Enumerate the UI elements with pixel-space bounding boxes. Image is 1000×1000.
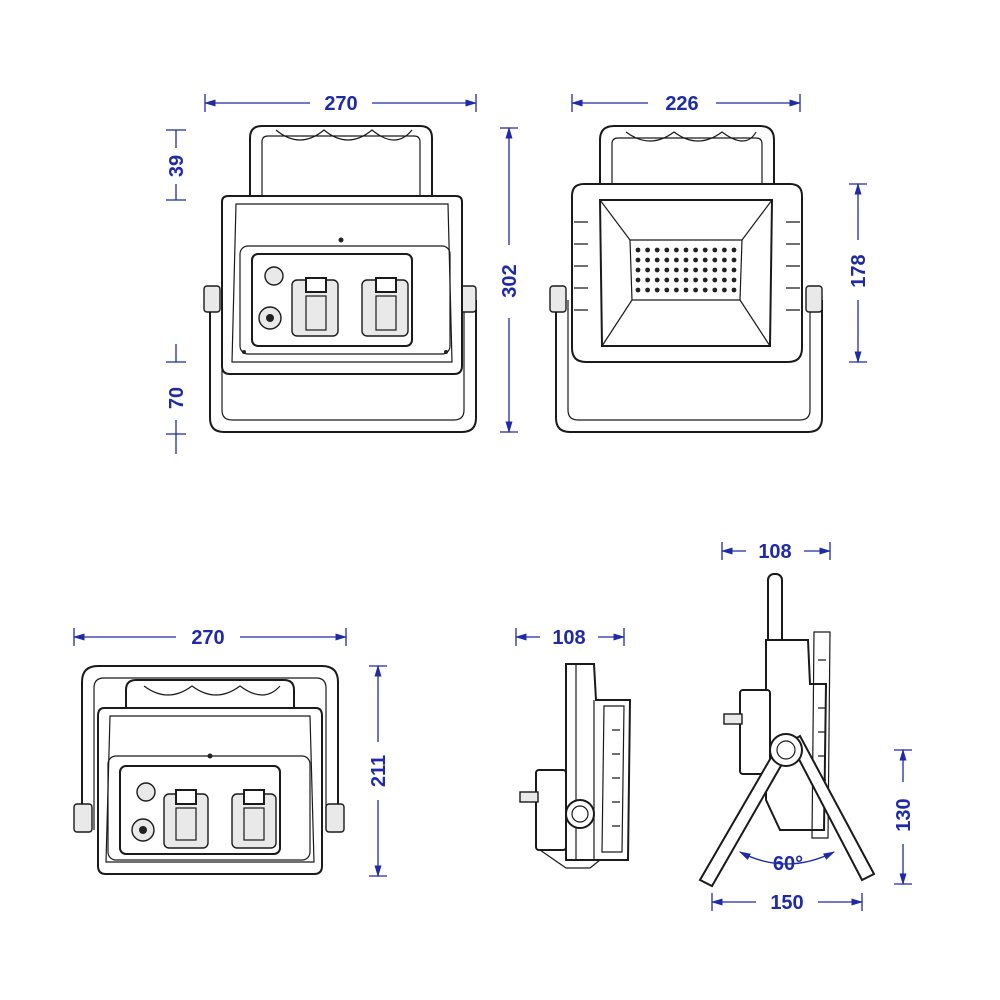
led-dot bbox=[731, 277, 737, 283]
led-dot bbox=[731, 247, 737, 253]
led-dot bbox=[722, 277, 727, 283]
led-dot bbox=[702, 247, 708, 253]
front-view bbox=[203, 125, 477, 433]
side-view bbox=[519, 663, 632, 869]
led-dot bbox=[664, 267, 670, 273]
led-dot bbox=[654, 247, 660, 253]
front-width-label: 270 bbox=[324, 93, 357, 115]
led-dot bbox=[693, 287, 698, 293]
folded-height-label: 211 bbox=[368, 755, 390, 787]
folded-view bbox=[73, 665, 345, 875]
led-dot bbox=[712, 267, 718, 273]
front-height-label: 302 bbox=[499, 264, 521, 297]
back-width-label: 226 bbox=[665, 93, 698, 115]
led-dot bbox=[693, 247, 698, 253]
led-dot bbox=[664, 287, 670, 293]
led-dot bbox=[645, 287, 650, 293]
leg-spread-label: 150 bbox=[770, 892, 803, 914]
led-dot bbox=[635, 277, 641, 283]
tripod-view bbox=[698, 573, 876, 888]
led-dot bbox=[635, 247, 641, 253]
led-dot bbox=[683, 267, 689, 273]
led-dot bbox=[635, 257, 641, 263]
led-dot bbox=[683, 247, 689, 253]
led-dot bbox=[635, 287, 641, 293]
led-dot bbox=[702, 287, 708, 293]
led-dot bbox=[722, 287, 727, 293]
led-dot bbox=[722, 257, 727, 263]
led-dot bbox=[645, 247, 650, 253]
tripod-depth-label: 108 bbox=[758, 541, 791, 563]
led-dot bbox=[683, 277, 689, 283]
led-dot bbox=[693, 267, 698, 273]
led-dot bbox=[654, 277, 660, 283]
led-dot bbox=[654, 287, 660, 293]
back-body-height-label: 178 bbox=[848, 254, 870, 287]
led-dot bbox=[654, 267, 660, 273]
led-dot bbox=[645, 257, 650, 263]
led-dot bbox=[654, 257, 660, 263]
led-dot bbox=[712, 257, 718, 263]
led-dot bbox=[702, 257, 708, 263]
led-dot bbox=[645, 277, 650, 283]
led-dot bbox=[702, 277, 708, 283]
dimension-lines bbox=[72, 94, 912, 911]
led-dot bbox=[712, 247, 718, 253]
led-array bbox=[635, 247, 737, 293]
led-dot bbox=[702, 267, 708, 273]
led-dot bbox=[674, 247, 679, 253]
led-dot bbox=[674, 277, 679, 283]
led-dot bbox=[645, 267, 650, 273]
led-dot bbox=[693, 257, 698, 263]
led-dot bbox=[731, 267, 737, 273]
led-dot bbox=[731, 257, 737, 263]
led-dot bbox=[674, 267, 679, 273]
folded-width-label: 270 bbox=[191, 627, 224, 649]
led-dot bbox=[635, 267, 641, 273]
led-dot bbox=[712, 287, 718, 293]
led-dot bbox=[664, 247, 670, 253]
led-dot bbox=[693, 277, 698, 283]
side-depth-label: 108 bbox=[552, 627, 585, 649]
back-view bbox=[549, 125, 823, 433]
led-dot bbox=[683, 257, 689, 263]
dimension-labels: 270 302 39 70 226 178 270 211 108 108 60… bbox=[166, 93, 915, 914]
led-dot bbox=[674, 257, 679, 263]
leg-angle-label: 60° bbox=[773, 853, 803, 875]
led-dot bbox=[674, 287, 679, 293]
led-dot bbox=[722, 247, 727, 253]
led-dot bbox=[664, 257, 670, 263]
led-dot bbox=[731, 287, 737, 293]
led-dot bbox=[683, 287, 689, 293]
stand-height-label: 70 bbox=[166, 387, 188, 409]
led-dot bbox=[722, 267, 727, 273]
leg-height-label: 130 bbox=[893, 798, 915, 831]
led-dot bbox=[664, 277, 670, 283]
led-dot bbox=[712, 277, 718, 283]
handle-height-label: 39 bbox=[166, 155, 188, 177]
